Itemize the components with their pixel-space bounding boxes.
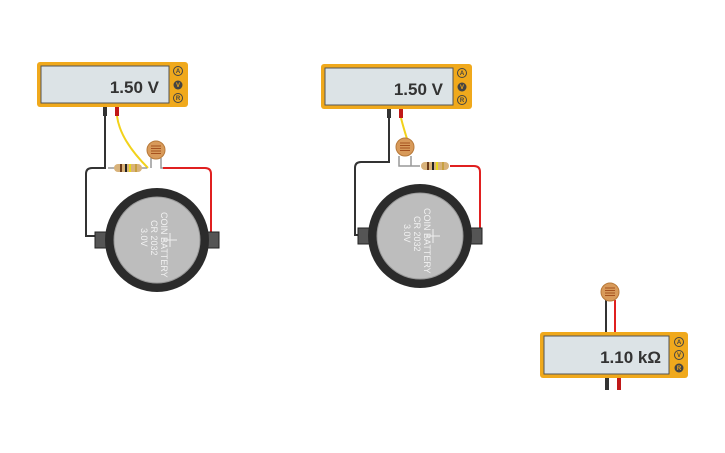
battery-voltage: 3.0V [402,224,412,243]
meter-reading: 1.10 kΩ [600,348,661,367]
wire-black[interactable] [85,116,106,237]
probe-red[interactable] [617,378,621,390]
meter-reading: 1.50 V [394,80,444,99]
mode-button-v[interactable]: V [173,80,183,90]
probe-black[interactable] [387,109,391,118]
mode-button-r[interactable]: R [674,363,684,373]
mode-button-v[interactable]: V [674,350,684,360]
multimeter-3[interactable]: 1.10 kΩ A V R [540,332,688,378]
svg-text:R: R [176,96,181,102]
multimeter-1[interactable]: 1.50 V A V R [37,62,188,116]
mode-button-r[interactable]: R [457,95,467,105]
probe-black[interactable] [605,378,609,390]
photoresistor[interactable] [146,140,166,160]
resistor[interactable] [114,164,142,172]
mode-button-r[interactable]: R [173,93,183,103]
circuit-2: COIN BATTERY CR 2032 3.0V [354,117,483,289]
wire-black[interactable] [354,118,390,236]
resistor[interactable] [421,162,449,170]
photoresistor[interactable] [395,137,415,157]
circuit-3 [600,282,621,390]
probe-red[interactable] [399,109,403,118]
battery-label: COIN BATTERY [159,212,169,278]
coin-battery[interactable]: COIN BATTERY CR 2032 3.0V [357,183,483,289]
component-leads [398,156,420,167]
photoresistor[interactable] [600,282,620,302]
probe-red[interactable] [115,107,119,116]
svg-text:V: V [176,83,180,89]
svg-text:V: V [460,85,464,91]
svg-text:R: R [460,98,465,104]
meter-reading: 1.50 V [110,78,160,97]
mode-button-a[interactable]: A [457,68,467,78]
wire-red[interactable] [450,165,481,236]
battery-model: CR 2032 [149,220,159,256]
battery-model: CR 2032 [412,216,422,252]
mode-button-a[interactable]: A [674,337,684,347]
multimeter-2[interactable]: 1.50 V A V R [321,64,472,118]
svg-text:A: A [677,340,682,346]
wire-red[interactable] [163,167,212,241]
svg-text:A: A [460,71,465,77]
circuit-1: COIN BATTERY CR 2032 3.0V [85,115,220,293]
battery-voltage: 3.0V [139,228,149,247]
wire-yellow[interactable] [116,115,149,169]
svg-text:V: V [677,353,681,359]
battery-label: COIN BATTERY [422,208,432,274]
svg-text:R: R [677,366,682,372]
svg-text:A: A [176,69,181,75]
probe-black[interactable] [103,107,107,116]
coin-battery[interactable]: COIN BATTERY CR 2032 3.0V [94,187,220,293]
mode-button-v[interactable]: V [457,82,467,92]
mode-button-a[interactable]: A [173,66,183,76]
